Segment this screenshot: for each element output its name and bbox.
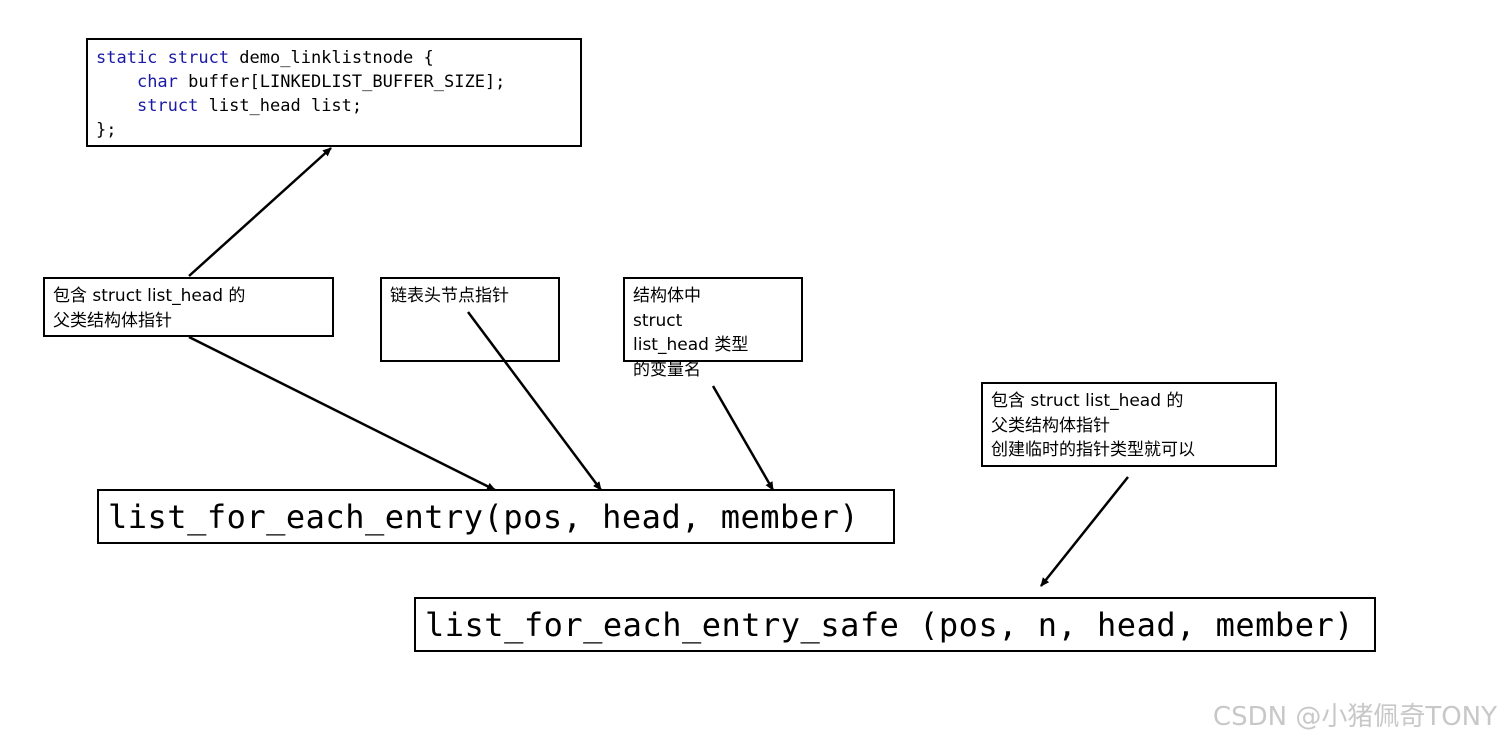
arrow-n-to-safe-macro xyxy=(1040,476,1129,587)
arrow-member-to-macro xyxy=(711,385,775,491)
code-keyword: struct xyxy=(136,96,199,116)
arrow-pos-to-macro xyxy=(188,335,496,492)
list-for-each-entry-safe-box: list_for_each_entry_safe (pos, n, head, … xyxy=(414,597,1376,652)
pos-note-box: 包含 struct list_head 的 父类结构体指针 xyxy=(43,277,334,337)
head-note-box: 链表头节点指针 xyxy=(380,277,560,362)
list-for-each-entry-box: list_for_each_entry(pos, head, member) xyxy=(97,489,895,544)
n-note-box: 包含 struct list_head 的 父类结构体指针 创建临时的指针类型就… xyxy=(981,382,1277,467)
code-line: char buffer[LINKEDLIST_BUFFER_SIZE]; xyxy=(96,70,572,94)
code-line: }; xyxy=(96,118,572,142)
code-line: static struct demo_linklistnode { xyxy=(96,46,572,70)
code-text: demo_linklistnode { xyxy=(229,48,434,68)
code-text: list_head list; xyxy=(198,96,363,116)
code-text: }; xyxy=(96,120,117,140)
struct-code-box: static struct demo_linklistnode { char b… xyxy=(86,38,582,147)
arrow-pos-to-struct xyxy=(188,147,332,277)
code-line: struct list_head list; xyxy=(96,94,572,118)
watermark: CSDN @小猪佩奇TONY xyxy=(1212,702,1497,732)
code-text: buffer[LINKEDLIST_BUFFER_SIZE]; xyxy=(177,72,506,92)
arrow-head-to-macro xyxy=(466,311,603,491)
member-note-box: 结构体中 struct list_head 类型 的变量名 xyxy=(623,277,803,380)
code-keyword: static struct xyxy=(96,48,230,68)
code-keyword: char xyxy=(136,72,178,92)
